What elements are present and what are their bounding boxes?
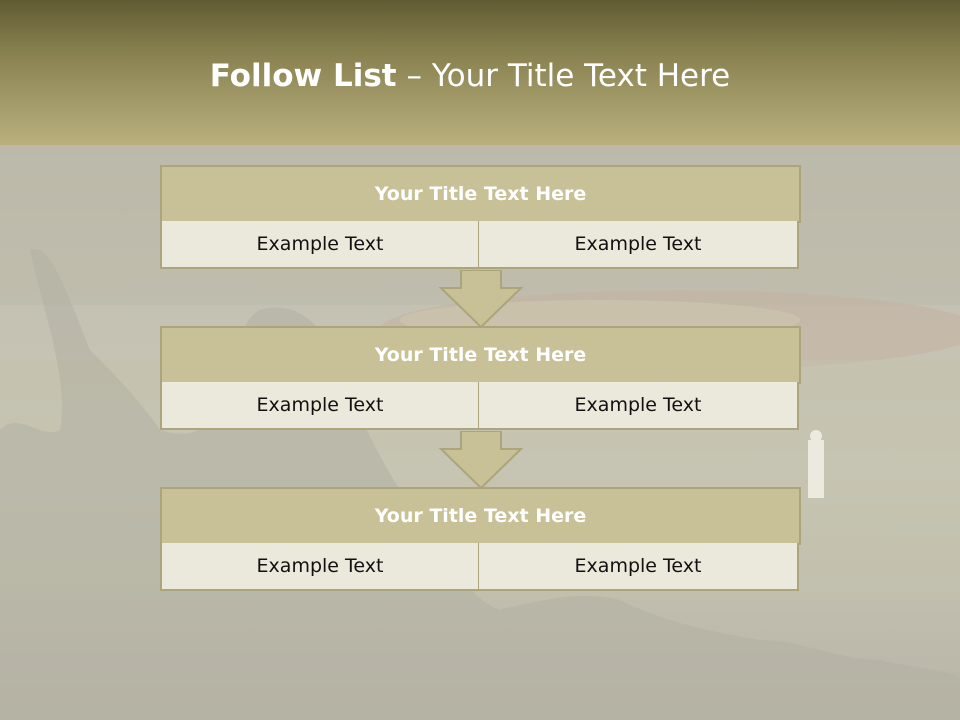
block-right-cell: Example Text bbox=[479, 543, 799, 591]
block-left-cell: Example Text bbox=[160, 543, 480, 591]
block-title: Your Title Text Here bbox=[160, 487, 801, 545]
list-block-1: Your Title Text Here Example Text Exampl… bbox=[160, 165, 801, 269]
slide-header: Follow List – Your Title Text Here bbox=[0, 0, 960, 145]
block-title: Your Title Text Here bbox=[160, 165, 801, 223]
list-block-2: Your Title Text Here Example Text Exampl… bbox=[160, 326, 801, 430]
down-arrow-icon bbox=[438, 270, 524, 329]
slide-title: Follow List – Your Title Text Here bbox=[0, 56, 940, 96]
list-block-3: Your Title Text Here Example Text Exampl… bbox=[160, 487, 801, 591]
block-right-cell: Example Text bbox=[479, 382, 799, 430]
slide-title-strong: Follow List bbox=[209, 58, 397, 94]
block-left-cell: Example Text bbox=[160, 221, 480, 269]
block-left-cell: Example Text bbox=[160, 382, 480, 430]
down-arrow-icon bbox=[438, 431, 524, 490]
block-right-cell: Example Text bbox=[479, 221, 799, 269]
slide-title-rest: – Your Title Text Here bbox=[396, 58, 731, 94]
block-title: Your Title Text Here bbox=[160, 326, 801, 384]
